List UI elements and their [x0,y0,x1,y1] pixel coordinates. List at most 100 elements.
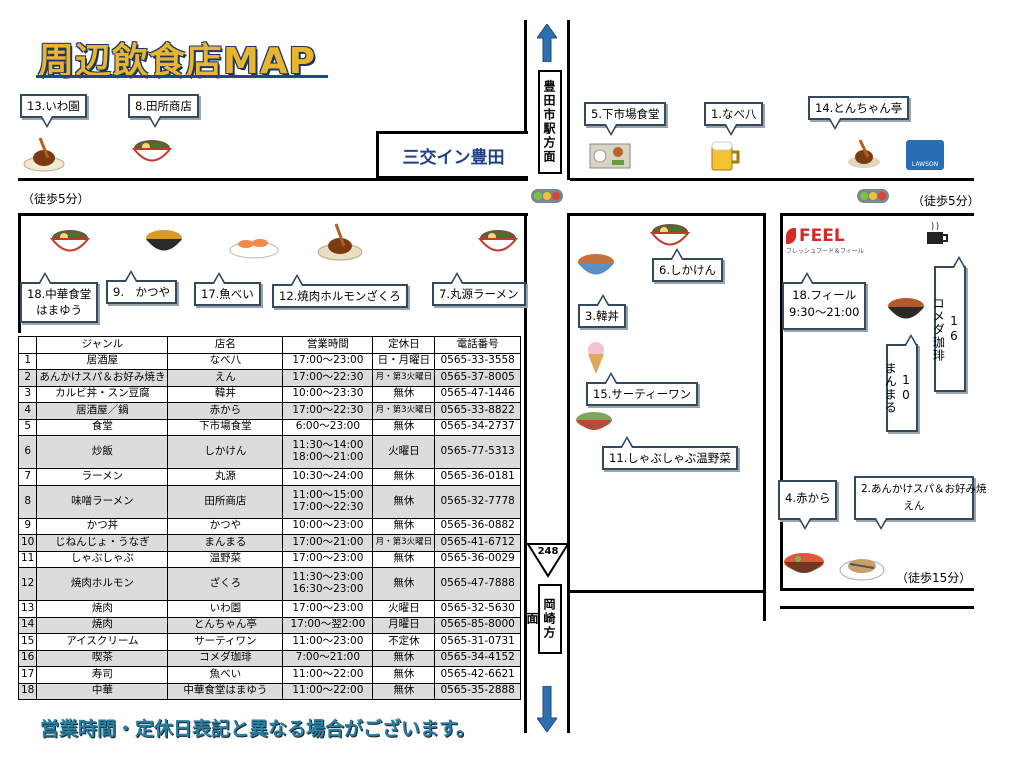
feel-logo-icon: FEEL フレッシュフード＆フィール [786,226,864,260]
callout-zakuro: 12.焼肉ホルモンざくろ [272,273,408,309]
cell-closed: 無休 [372,468,436,486]
cell-genre: 寿司 [36,666,169,684]
callout-onyasai: 11.しゃぶしゃぶ温野菜 [602,435,738,471]
traffic-signal-icon [857,189,889,203]
callout-tadokoro: 8.田所商店 [128,94,199,129]
cell-genre: 食堂 [36,418,169,436]
cell-hours: 7:00～21:00 [282,649,374,667]
kandon-bowl-icon [578,254,614,275]
feel-logo-subtext: フレッシュフード＆フィール [786,248,864,255]
cell-name: ざくろ [167,567,284,601]
col-no-header [17,336,38,354]
cell-closed: 月・第3火曜日 [372,534,436,552]
ice-cream-icon [588,342,604,374]
cell-name: 田所商店 [167,484,284,519]
nabe-pot-icon [784,553,824,573]
route-number: 248 [537,546,559,557]
callout-tonchantei: 14.とんちゃん亭 [808,96,910,131]
cell-genre: カルビ丼・スン豆腐 [36,385,169,403]
title-underline [36,75,328,78]
coffee-cup-icon [927,222,948,244]
cell-genre: 中華 [36,682,169,700]
cell-genre: アイスクリーム [36,633,169,651]
cell-tel: 0565-42-6621 [434,666,521,684]
cell-tel: 0565-77-5313 [434,435,521,469]
cell-genre: 焼肉ホルモン [36,567,169,601]
cell-closed: 無休 [372,484,436,519]
cell-genre: ラーメン [36,468,169,486]
cell-closed: 無休 [372,517,436,535]
road-left-stub [18,213,21,333]
lawson-logo-icon: LAWSON [906,140,944,170]
cell-hours: 17:00～翌2:00 [282,616,374,634]
ramen-bowl-icon [478,230,518,252]
cell-tel: 0565-36-0882 [434,517,521,535]
cell-no: 14 [17,616,38,634]
cell-closed: 日・月曜日 [372,352,436,370]
cell-genre: あんかけスパ＆お好み焼き [36,369,169,387]
callout-shimoichiba: 5.下市場食堂 [584,102,667,137]
cell-tel: 0565-85-8000 [434,616,521,634]
cell-no: 12 [17,567,38,601]
cell-no: 18 [17,682,38,700]
cell-name: しかけん [167,435,284,469]
north-arrow-icon [537,24,557,62]
cell-genre: 居酒屋／鍋 [36,402,169,420]
cell-closed: 月・第3火曜日 [372,369,436,387]
disclaimer-notice: 営業時間・定休日表記と異なる場合がございます。 [40,718,476,740]
road-top-edge-right [570,178,974,181]
cell-no: 1 [17,352,38,370]
road-lower-h2 [780,588,974,591]
cell-no: 5 [17,418,38,436]
road-bottom-edge-right-a [570,213,765,216]
cell-tel: 0565-35-2888 [434,682,521,700]
cell-tel: 0565-33-3558 [434,352,521,370]
cell-tel: 0565-34-2737 [434,418,521,436]
fried-rice-bowl-icon [650,224,690,246]
walk-time-left: （徒歩5分） [22,192,90,206]
road-bottom-edge-right-b [780,213,974,216]
cell-name: 温野菜 [167,550,284,568]
road-main-west [524,20,527,180]
cell-no: 11 [17,550,38,568]
road-top-edge-left [18,178,528,181]
cell-hours: 10:30～24:00 [282,468,374,486]
unagi-bowl-icon [888,298,924,319]
sushi-plate-icon [229,239,279,259]
yakiniku-plate-icon [848,139,880,168]
cell-hours: 17:00～23:00 [282,600,374,618]
cell-tel: 0565-32-7778 [434,484,521,519]
route-248-icon [526,543,570,578]
road-lower-h1 [570,590,765,593]
cell-closed: 月曜日 [372,616,436,634]
cell-closed: 無休 [372,567,436,601]
col-closed-header: 定休日 [372,336,436,354]
callout-komeda: 16 コメダ珈琲 [931,256,966,392]
okonomiyaki-plate-icon [839,559,885,581]
cell-name: えん [167,369,284,387]
col-hours-header: 営業時間 [282,336,374,354]
cell-genre: じねんじょ・うなぎ [36,534,169,552]
cell-closed: 火曜日 [372,600,436,618]
cell-hours: 11:00～23:00 [282,633,374,651]
cell-hours: 17:00～23:00 [282,550,374,568]
cell-hours: 17:00～21:00 [282,534,374,552]
cell-no: 13 [17,600,38,618]
south-direction-label: 岡崎方面 [525,584,562,654]
cell-no: 17 [17,666,38,684]
callout-hamayu: 18.中華食堂 はまゆう [20,271,99,324]
cell-closed: 無休 [372,418,436,436]
cell-hours: 6:00～23:00 [282,418,374,436]
